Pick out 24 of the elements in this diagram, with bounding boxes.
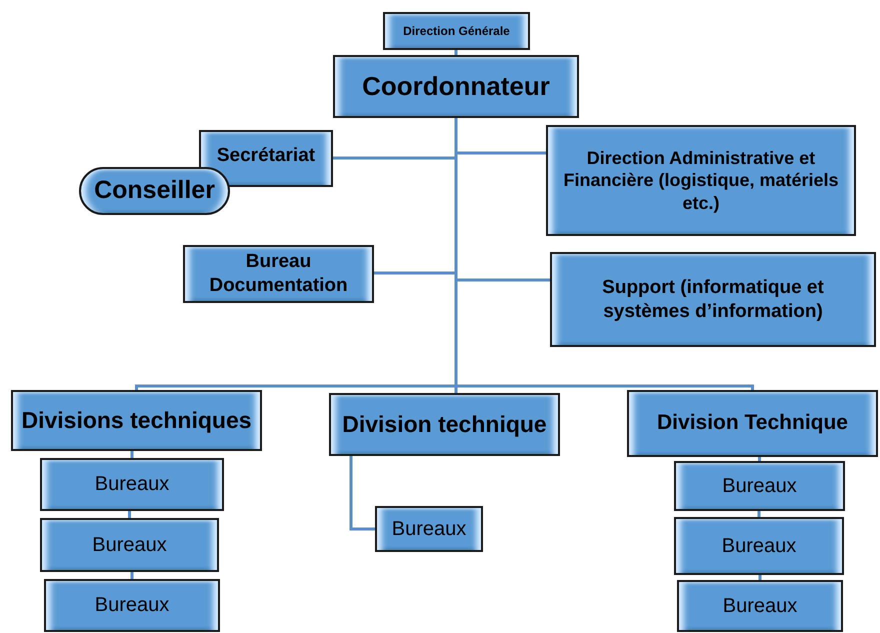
org-box: Bureaux [40,518,219,572]
connector-line [758,575,762,580]
org-box: Bureaux [674,461,845,511]
connector-line [758,511,760,517]
connector-line [758,457,761,461]
org-box: Bureaux [44,579,220,632]
org-box: Divisions techniques [11,390,262,451]
org-box: Bureau Documentation [183,245,374,303]
connector-line [350,456,375,530]
connector-line [128,511,131,518]
org-box: Bureaux [677,580,843,632]
connector-line [130,451,134,458]
org-box: Bureaux [674,517,844,575]
connector-line [130,572,134,579]
org-box: Bureaux [375,506,483,552]
connector-line [454,50,458,55]
org-box: Bureaux [40,458,224,511]
org-box: Division Technique [627,390,878,457]
org-box: Support (informatique et systèmes d’information) [550,252,876,347]
org-box: Coordonnateur [333,55,579,118]
org-box: Direction Administrative et Financière (logistique, matériels etc.) [546,125,856,236]
rounded-box: Conseiller [79,167,230,215]
org-box: Direction Générale [383,12,530,50]
org-box: Division technique [329,393,560,456]
